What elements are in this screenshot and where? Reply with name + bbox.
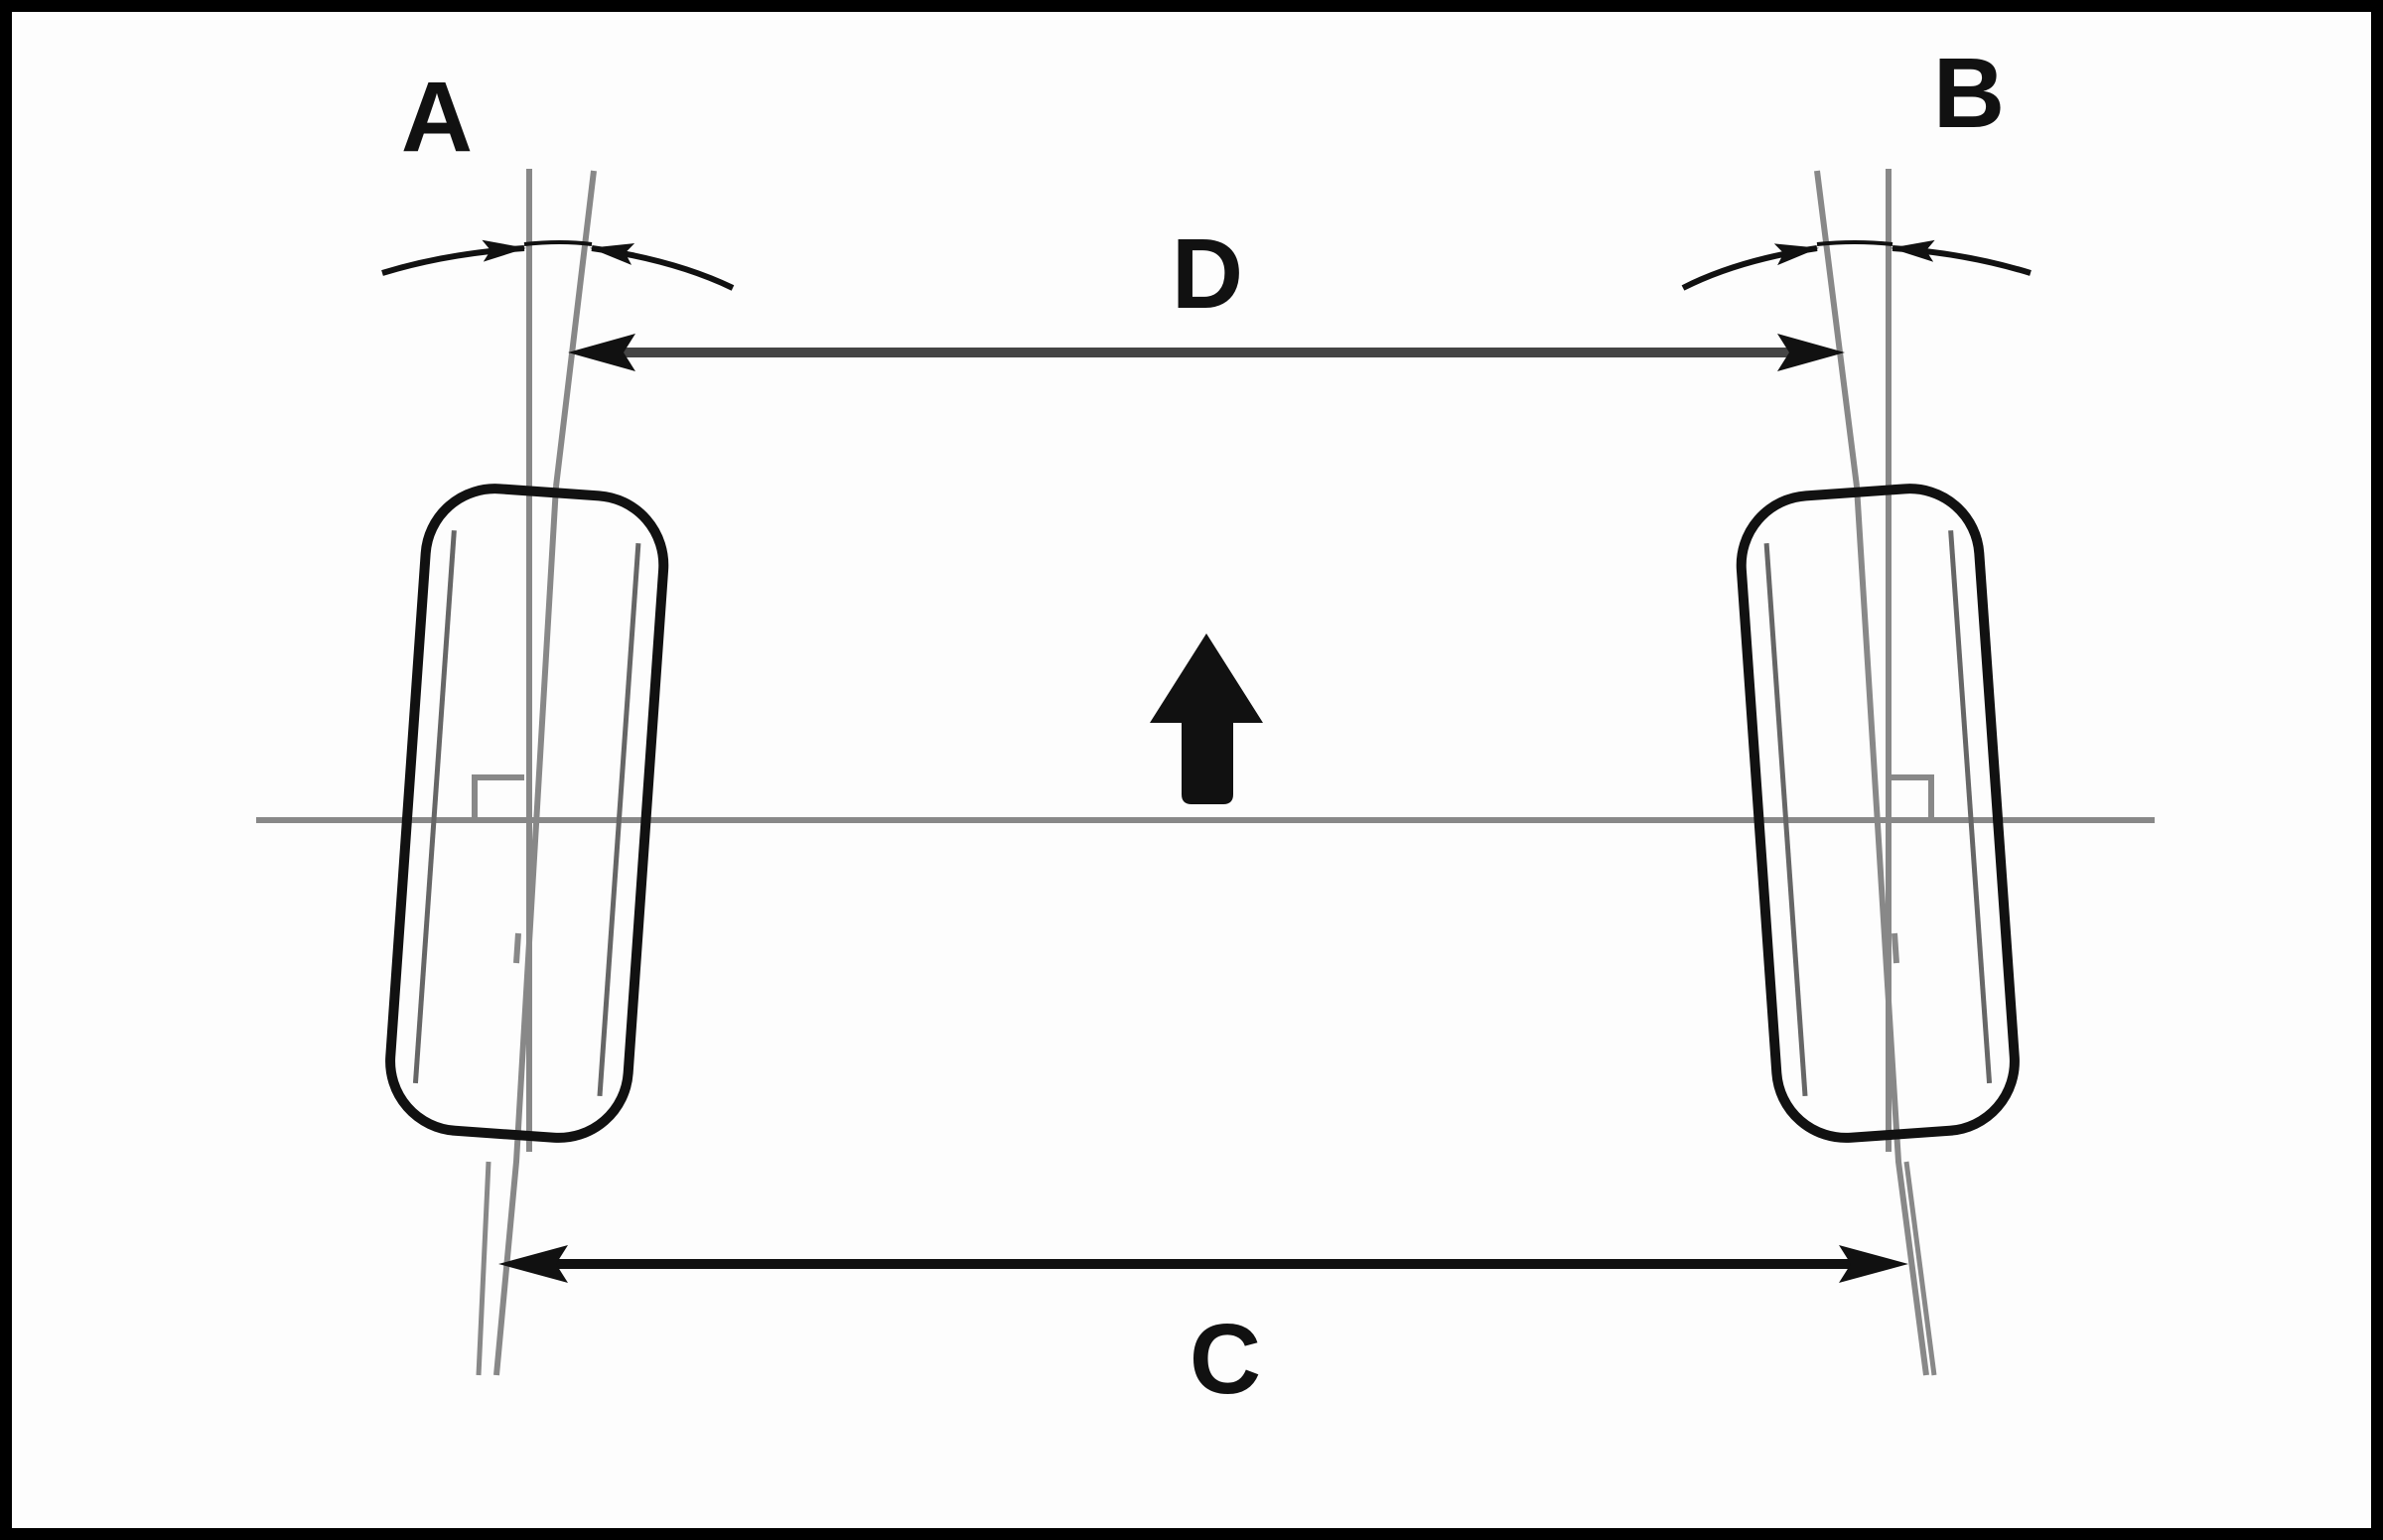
label-c: C — [1190, 1304, 1261, 1415]
left-wheel-center-line — [493, 170, 597, 1376]
angle-b-right-arc — [1891, 239, 2032, 276]
label-d: D — [1172, 218, 1243, 330]
dimension-c-arrow-left — [498, 1245, 568, 1283]
left-tire-tread-inner-left — [412, 530, 457, 1084]
arrow-up-icon — [1150, 633, 1263, 804]
right-wheel-dash — [1892, 932, 1899, 964]
left-right-angle-mark — [472, 774, 524, 820]
right-wheel-center-line — [1814, 170, 1929, 1376]
label-b: B — [1933, 38, 2005, 149]
right-wheel-center-line-tail — [1903, 1161, 1937, 1376]
angle-a-left-arc — [381, 239, 526, 276]
left-wheel-dash — [513, 932, 521, 964]
angle-b-span — [1816, 240, 1893, 246]
left-wheel-center-line-tail — [476, 1161, 491, 1376]
left-tire-outline — [385, 484, 669, 1143]
dimension-d-arrow-left — [568, 334, 635, 371]
label-a: A — [401, 62, 473, 173]
left-wheel — [385, 484, 669, 1143]
angle-a-span — [523, 240, 593, 246]
right-tire-outline — [1736, 484, 2020, 1143]
left-tire-tread-inner-right — [597, 543, 641, 1097]
right-tire-tread-inner-right — [1948, 530, 1993, 1084]
right-right-angle-mark — [1889, 774, 1934, 820]
dimension-d-arrow-right — [1777, 334, 1845, 371]
angle-b-left-arc — [1681, 243, 1819, 291]
dimension-c-arrow-right — [1839, 1245, 1908, 1283]
right-tire-tread-inner-left — [1763, 543, 1808, 1097]
right-wheel — [1736, 484, 2020, 1143]
angle-a-right-arc — [590, 243, 735, 291]
